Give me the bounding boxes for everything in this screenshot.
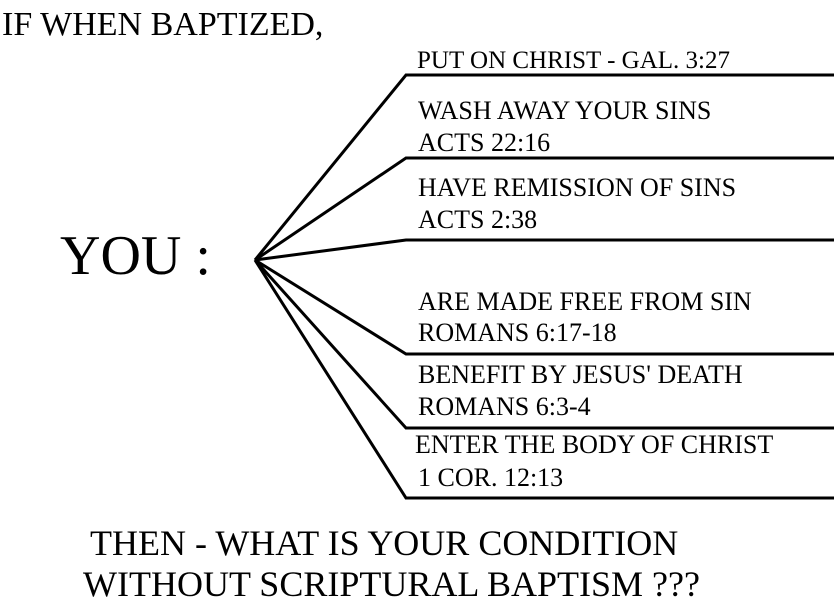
branch-1-text: PUT ON CHRIST - GAL. 3:27 — [417, 47, 730, 74]
branch-2-text: WASH AWAY YOUR SINS — [418, 96, 712, 125]
branch-line-1 — [253, 73, 834, 261]
branch-line-4 — [254, 258, 834, 356]
branch-line-3 — [254, 238, 834, 262]
branch-7-text: ENTER THE BODY OF CHRIST — [415, 430, 774, 459]
branch-3-reference: ACTS 2:38 — [418, 205, 538, 234]
branch-3-text: HAVE REMISSION OF SINS — [418, 173, 737, 202]
branch-line-2 — [254, 156, 834, 262]
heading: IF WHEN BAPTIZED, — [2, 6, 324, 43]
branch-line-6 — [253, 259, 834, 500]
subject-you: YOU : — [60, 225, 211, 287]
closing-question-line-1: THEN - WHAT IS YOUR CONDITION — [90, 523, 679, 563]
branch-6-reference: ROMANS 6:3-4 — [418, 392, 591, 421]
closing-question-line-2: WITHOUT SCRIPTURAL BAPTISM ??? — [83, 564, 700, 604]
branch-6-text: BENEFIT BY JESUS' DEATH — [418, 360, 743, 389]
branch-5-text: ARE MADE FREE FROM SIN — [418, 287, 752, 316]
branch-5-reference: ROMANS 6:17-18 — [418, 318, 617, 347]
branch-line-5 — [253, 258, 834, 430]
branch-2-reference: ACTS 22:16 — [418, 128, 551, 157]
branch-7-reference: 1 COR. 12:13 — [418, 463, 564, 492]
